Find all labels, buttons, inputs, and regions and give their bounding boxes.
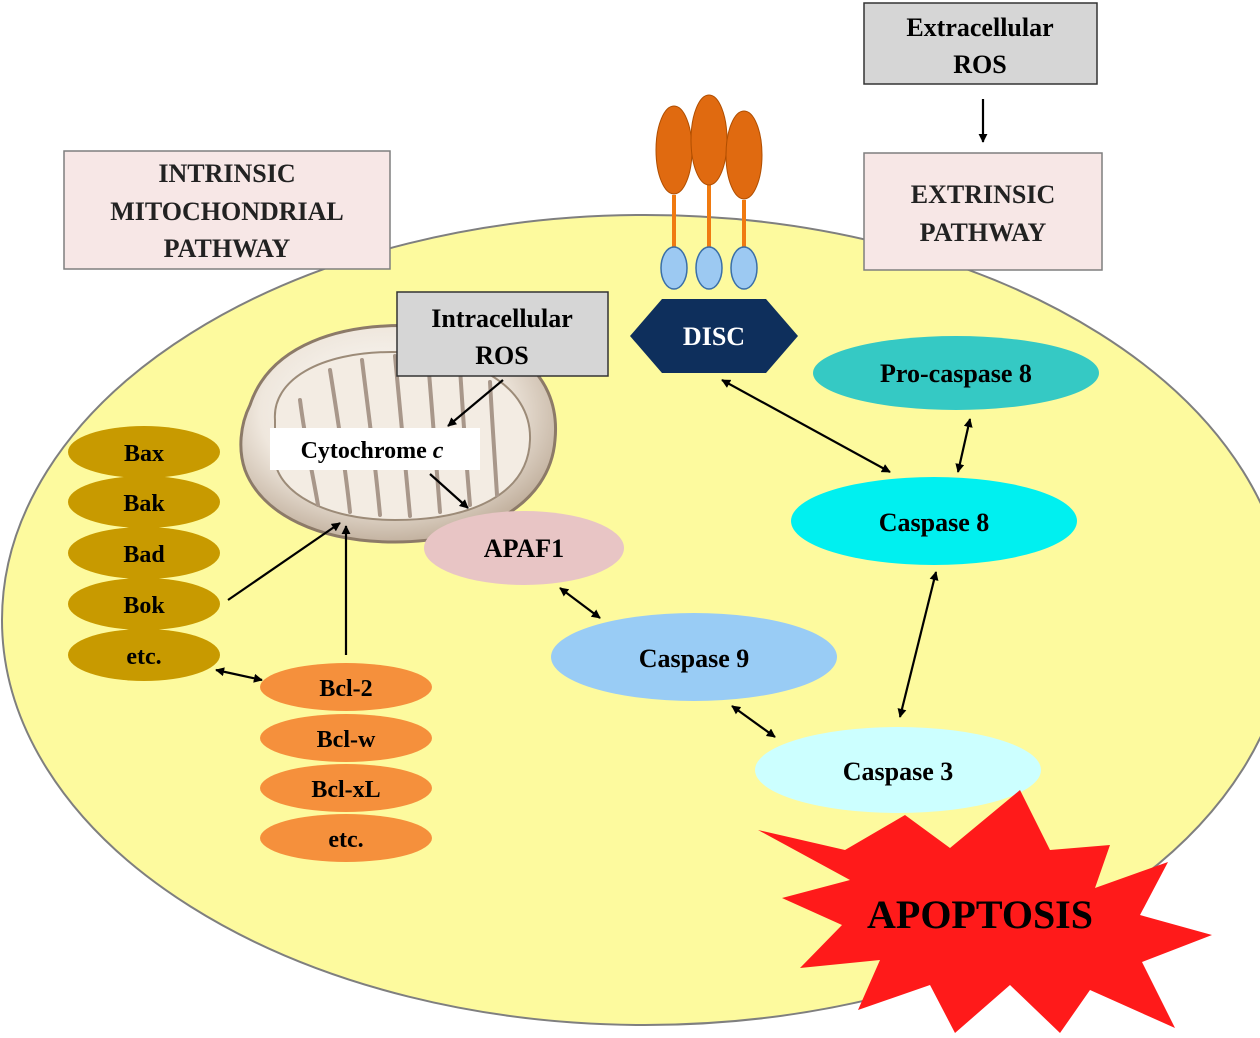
protein-bcl-w: Bcl-w [260, 714, 432, 762]
svg-text:INTRINSIC: INTRINSIC [158, 159, 295, 188]
arrow-caspase3-caspase8 [897, 571, 939, 718]
svg-text:Extracellular: Extracellular [906, 13, 1053, 42]
svg-text:APOPTOSIS: APOPTOSIS [867, 892, 1093, 937]
protein-etc-pro: etc. [68, 629, 220, 681]
svg-text:Cytochrome c: Cytochrome c [301, 438, 444, 464]
apoptosis-burst: APOPTOSIS [758, 790, 1212, 1033]
svg-text:Pro-caspase 8: Pro-caspase 8 [880, 359, 1032, 388]
arrow-apaf1-caspase9 [559, 587, 601, 619]
apaf1: APAF1 [424, 511, 624, 585]
arrow-cytochrome-to-apaf1 [429, 473, 469, 509]
arrow-bok-to-mitochondrion [227, 522, 341, 601]
svg-text:Intracellular: Intracellular [431, 304, 573, 333]
svg-text:EXTRINSIC: EXTRINSIC [911, 180, 1056, 209]
svg-text:Caspase 3: Caspase 3 [843, 757, 954, 786]
svg-text:Bcl-w: Bcl-w [317, 727, 376, 753]
svg-text:Caspase 9: Caspase 9 [639, 644, 750, 673]
protein-etc-anti: etc. [260, 814, 432, 862]
caspase-9: Caspase 9 [551, 613, 837, 701]
protein-bcl-2: Bcl-2 [260, 663, 432, 711]
pro-caspase-8: Pro-caspase 8 [813, 336, 1099, 410]
svg-text:Bok: Bok [123, 593, 165, 619]
svg-text:PATHWAY: PATHWAY [164, 234, 291, 263]
svg-text:Bcl-xL: Bcl-xL [311, 777, 380, 803]
svg-text:Bcl-2: Bcl-2 [319, 676, 372, 702]
arrow-pro-anti [215, 667, 263, 683]
svg-text:Bad: Bad [123, 542, 165, 568]
svg-text:APAF1: APAF1 [484, 534, 564, 563]
intrinsic-pathway-box: INTRINSIC MITOCHONDRIAL PATHWAY [63, 150, 391, 270]
svg-text:Caspase 8: Caspase 8 [879, 508, 990, 537]
disc-complex: DISC [630, 299, 798, 373]
arrow-disc-caspase8 [721, 379, 891, 473]
cytochrome-c: Cytochrome c [270, 428, 480, 470]
svg-text:etc.: etc. [126, 644, 161, 670]
protein-bad: Bad [68, 527, 220, 579]
caspase-8: Caspase 8 [791, 477, 1077, 565]
svg-text:DISC: DISC [683, 322, 745, 351]
death-receptors [655, 94, 763, 290]
arrow-caspase9-caspase3 [731, 705, 776, 738]
intracellular-ros-box: Intracellular ROS [396, 291, 609, 377]
svg-text:etc.: etc. [328, 827, 363, 853]
extracellular-ros-box: Extracellular ROS [863, 2, 1098, 85]
pro-apoptotic-proteins: Bax Bak Bad Bok etc. [68, 426, 220, 681]
svg-text:PATHWAY: PATHWAY [920, 218, 1047, 247]
arrows [215, 99, 988, 738]
protein-bok: Bok [68, 578, 220, 630]
protein-bax: Bax [68, 426, 220, 478]
anti-apoptotic-proteins: Bcl-2 Bcl-w Bcl-xL etc. [260, 663, 432, 862]
protein-bcl-xl: Bcl-xL [260, 764, 432, 812]
svg-text:ROS: ROS [475, 341, 528, 370]
extrinsic-pathway-box: EXTRINSIC PATHWAY [863, 152, 1103, 271]
svg-text:Bak: Bak [123, 491, 165, 517]
svg-text:MITOCHONDRIAL: MITOCHONDRIAL [110, 197, 344, 226]
svg-text:Bax: Bax [124, 441, 164, 467]
caspase-3: Caspase 3 [755, 727, 1041, 813]
svg-text:ROS: ROS [953, 50, 1006, 79]
protein-bak: Bak [68, 476, 220, 528]
arrow-procaspase8-caspase8 [955, 418, 973, 473]
arrow-ros-to-cytochrome [447, 379, 504, 427]
